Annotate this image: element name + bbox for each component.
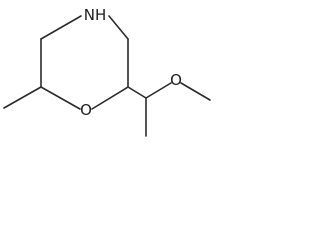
bond-ch-o: [145, 82, 172, 99]
bond-c2-o: [40, 86, 81, 110]
bond-n-c3: [40, 15, 82, 40]
bond-c6-o: [91, 86, 129, 110]
methoxy-oxygen-label: O: [170, 71, 182, 89]
ring-oxygen-label: O: [80, 101, 92, 119]
bond-o-methyl: [180, 82, 211, 101]
bond-c2-methyl: [3, 86, 42, 109]
nitrogen-label: NH: [84, 6, 107, 24]
structure-diagram: NH O O: [0, 0, 216, 144]
morpholine-ring: [40, 15, 129, 110]
methoxyethyl-group: [127, 82, 211, 137]
bond-c6-ch: [127, 86, 147, 99]
bond-n-c5: [108, 15, 129, 40]
